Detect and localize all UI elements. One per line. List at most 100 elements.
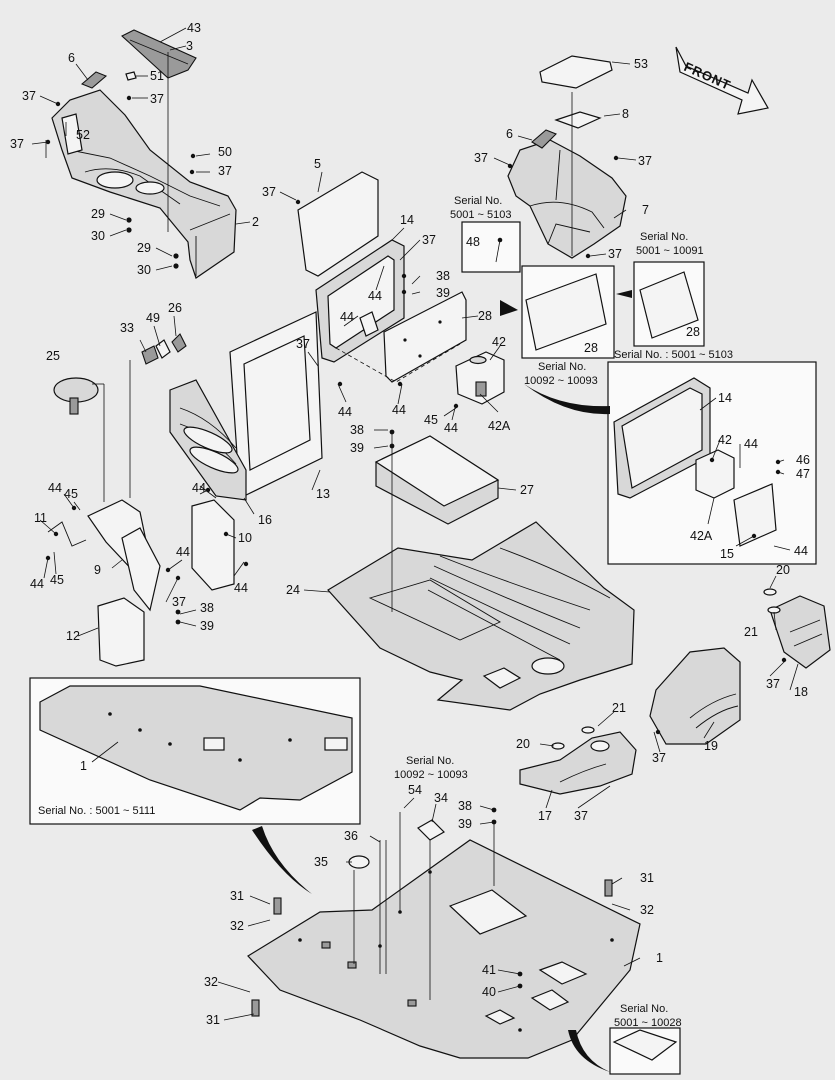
callout-16: 16 [258, 513, 272, 527]
side-panel-5 [297, 171, 379, 277]
callout-42-b: 42 [718, 433, 732, 447]
handle-strip [121, 29, 197, 79]
callout-37-l: 37 [766, 677, 780, 691]
callout-48: 48 [466, 235, 480, 249]
callout-44-j: 44 [176, 545, 190, 559]
callout-31-a: 31 [230, 889, 244, 903]
callout-44-b: 44 [340, 310, 354, 324]
callout-53: 53 [634, 57, 648, 71]
callout-38-c: 38 [200, 601, 214, 615]
callout-39-a: 39 [436, 286, 450, 300]
bracket-52 [61, 113, 83, 155]
callout-14-b: 14 [718, 391, 732, 405]
duct-17 [519, 731, 637, 795]
callout-36: 36 [344, 829, 358, 843]
callout-37-j: 37 [608, 247, 622, 261]
callout-20-b: 20 [516, 737, 530, 751]
callout-21-b: 21 [612, 701, 626, 715]
callout-13: 13 [316, 487, 330, 501]
callout-1-main: 1 [656, 951, 663, 965]
callout-45-c: 45 [50, 573, 64, 587]
callout-38-b: 38 [350, 423, 364, 437]
control-box-27 [374, 435, 500, 525]
callout-37-g: 37 [296, 337, 310, 351]
curved-arrows [252, 290, 632, 1072]
callout-44-k: 44 [30, 577, 44, 591]
serial-5001-10028-l1: Serial No. [620, 1003, 668, 1015]
duct-cover-18 [769, 595, 831, 669]
callout-45-b: 45 [64, 487, 78, 501]
callout-44-a: 44 [368, 289, 382, 303]
callout-44-l: 44 [234, 581, 248, 595]
callout-43: 43 [187, 21, 201, 35]
serial-5001-5103-a-l1: Serial No. [454, 195, 502, 207]
studs-main [251, 812, 613, 1017]
callout-40: 40 [482, 985, 496, 999]
callout-32-c: 32 [204, 975, 218, 989]
callout-7: 7 [642, 203, 649, 217]
callout-47: 47 [796, 467, 810, 481]
callout-39-b: 39 [350, 441, 364, 455]
leader-dots [45, 155, 787, 989]
callout-25: 25 [46, 349, 60, 363]
callout-12: 12 [66, 629, 80, 643]
callout-44-g: 44 [794, 544, 808, 558]
serial-5001-5111: Serial No. : 5001 ~ 5111 [38, 805, 155, 817]
callout-42A-a: 42A [488, 419, 511, 433]
callout-1-inset: 1 [80, 759, 87, 773]
callout-38-d: 38 [458, 799, 472, 813]
inset-10092-10093-a [521, 265, 615, 359]
callout-37-n: 37 [574, 809, 588, 823]
callout-35: 35 [314, 855, 328, 869]
callout-42: 42 [492, 335, 506, 349]
callout-10: 10 [238, 531, 252, 545]
switches-33-49-26 [141, 333, 187, 365]
inset-5001-10091 [633, 261, 705, 347]
bracket-11 [47, 521, 87, 547]
callout-44-f: 44 [744, 437, 758, 451]
floor-plate-inset [29, 677, 361, 825]
callout-44-e: 44 [444, 421, 458, 435]
serial-10092-10093-a-l1: Serial No. [538, 361, 586, 373]
callout-2: 2 [252, 215, 259, 229]
floor-mat-24 [327, 521, 635, 711]
armrest-pad-right [531, 129, 557, 149]
callout-37-h: 37 [474, 151, 488, 165]
cover-12 [97, 597, 145, 667]
serial-notes: Serial No. 5001 ~ 5103 Serial No. 5001 ~… [38, 195, 733, 1029]
cover-plate-53 [539, 55, 613, 89]
callout-31-c: 31 [206, 1013, 220, 1027]
inset-5001-5103-b [607, 361, 817, 565]
callout-44-d: 44 [392, 403, 406, 417]
serial-10092-10093-b-l2: 10092 ~ 10093 [394, 769, 468, 781]
callout-32-a: 32 [230, 919, 244, 933]
callout-3: 3 [186, 39, 193, 53]
callout-26: 26 [168, 301, 182, 315]
callout-24: 24 [286, 583, 300, 597]
callout-28-c: 28 [686, 325, 700, 339]
callout-28-a: 28 [478, 309, 492, 323]
callout-21-a: 21 [744, 625, 758, 639]
callout-37-i: 37 [638, 154, 652, 168]
callout-51: 51 [150, 69, 164, 83]
floor-plate-main [247, 839, 641, 1059]
callout-27: 27 [520, 483, 534, 497]
serial-10092-10093-a-l2: 10092 ~ 10093 [524, 375, 598, 387]
callout-39-c: 39 [200, 619, 214, 633]
serial-5001-5103-a-l2: 5001 ~ 5103 [450, 209, 511, 221]
callout-46: 46 [796, 453, 810, 467]
callout-37-d: 37 [218, 164, 232, 178]
callout-29-a: 29 [91, 207, 105, 221]
callout-44-i: 44 [192, 481, 206, 495]
callout-52: 52 [76, 128, 90, 142]
callout-5: 5 [314, 157, 321, 171]
serial-5001-5103-b: Serial No. : 5001 ~ 5103 [614, 349, 733, 361]
heater-panel-13 [229, 311, 323, 499]
callout-31-b: 31 [640, 871, 654, 885]
callout-20-a: 20 [776, 563, 790, 577]
callout-37-c: 37 [10, 137, 24, 151]
callout-50: 50 [218, 145, 232, 159]
right-console [507, 139, 627, 259]
callout-19: 19 [704, 739, 718, 753]
